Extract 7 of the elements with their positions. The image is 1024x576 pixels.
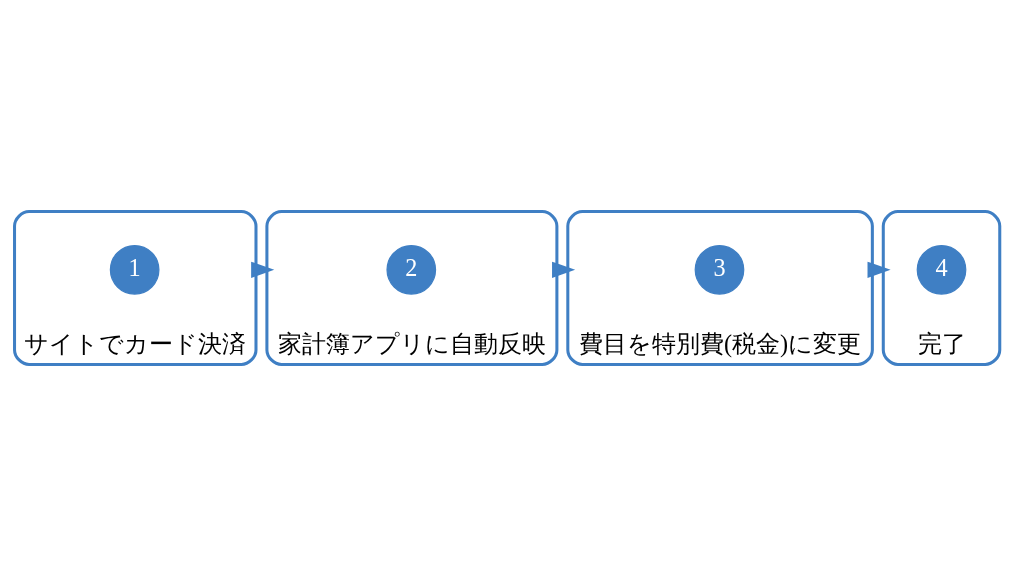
arrow [552, 261, 576, 278]
node-circle: 3 [694, 244, 745, 295]
node-circle: 1 [109, 244, 160, 295]
arrow [867, 261, 891, 278]
node-circle: 2 [386, 244, 437, 295]
arrow [251, 261, 275, 278]
node-circle: 4 [916, 244, 967, 295]
